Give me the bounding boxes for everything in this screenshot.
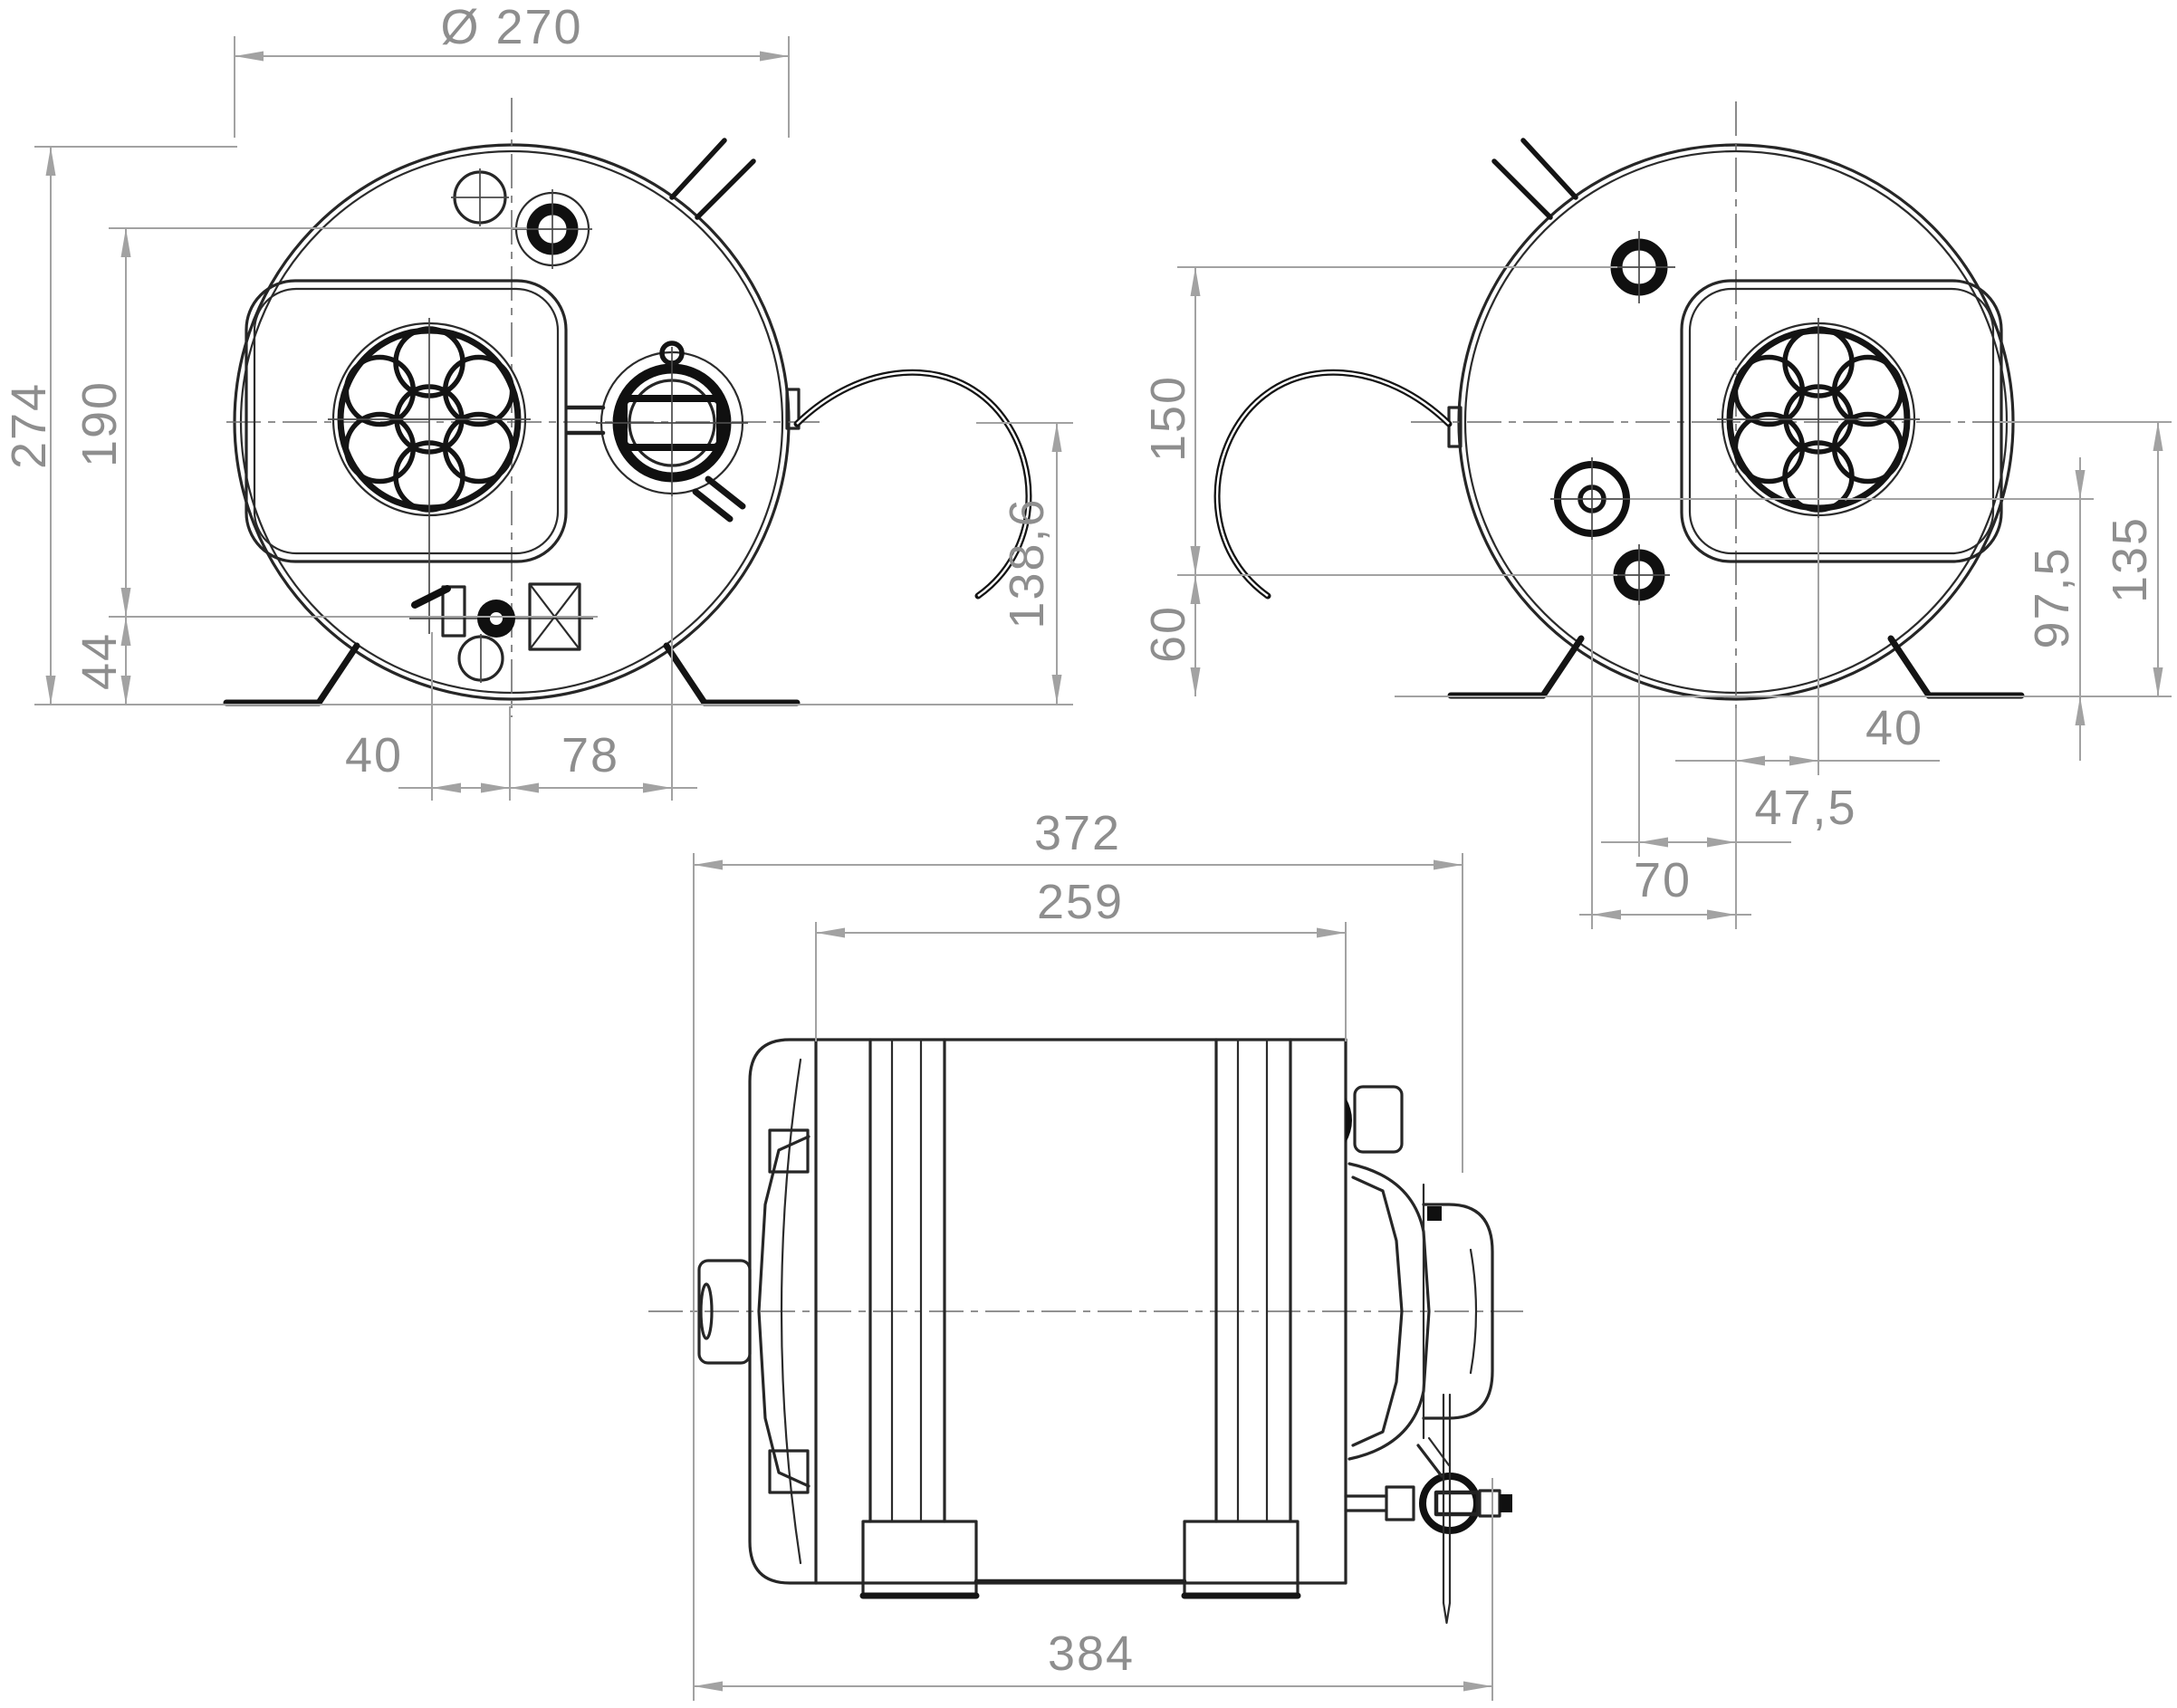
cable-gland xyxy=(1447,406,1463,448)
element-housing xyxy=(1347,1162,1494,1461)
drain-valve xyxy=(409,582,593,683)
drain-valve-side xyxy=(1344,1393,1512,1625)
vent-tick xyxy=(1520,138,1578,200)
left-foot xyxy=(223,642,360,706)
dim-element-offset: 78 xyxy=(561,728,619,782)
side-view xyxy=(648,1038,1523,1625)
dim-center-height: 135 xyxy=(2103,516,2157,603)
left-foot xyxy=(861,1520,978,1598)
dim-drain-height: 44 xyxy=(72,632,127,690)
dim-overall-length: 384 xyxy=(1048,1626,1135,1681)
cable-gland xyxy=(785,388,801,430)
dim-cable-height: 138,6 xyxy=(1000,497,1054,629)
right-foot xyxy=(1887,635,2025,699)
strap-band-left xyxy=(868,1038,946,1523)
right-clamp xyxy=(1351,1175,1404,1447)
front-view xyxy=(223,98,1032,717)
right-foot xyxy=(1183,1520,1299,1598)
safety-valve-fitting xyxy=(1550,457,1634,541)
dim-valve-offset: 70 xyxy=(1634,853,1692,907)
dim-upper-port-height: 190 xyxy=(72,380,127,467)
dim-overall-height: 274 xyxy=(2,382,56,469)
dim-diameter: Ø 270 xyxy=(440,0,582,54)
outlet-elbow xyxy=(1346,1085,1404,1154)
side-dimensions: 372 259 384 xyxy=(693,806,1493,1701)
heating-element-flange xyxy=(596,341,748,523)
lower-hole xyxy=(1608,544,1670,606)
dim-drain-offset: 40 xyxy=(345,728,403,782)
vent-tick xyxy=(669,138,727,200)
dim-top-hole-spacing: 150 xyxy=(1141,375,1195,462)
strap-band-right xyxy=(1214,1038,1292,1523)
dim-length-with-cover: 372 xyxy=(1034,806,1121,860)
anode-hole xyxy=(451,168,509,226)
vent-tick xyxy=(695,158,756,220)
right-foot xyxy=(663,642,801,706)
front-dimensions: Ø 270 274 190 44 40 78 138,6 xyxy=(2,0,1073,801)
dim-lower-hole-spacing: 60 xyxy=(1141,605,1195,663)
dim-wheel-offset: 40 xyxy=(1865,701,1923,755)
dim-shell-length: 259 xyxy=(1037,875,1124,929)
left-foot xyxy=(1447,635,1585,699)
rear-view xyxy=(1213,101,2025,714)
left-clamp xyxy=(757,1135,810,1488)
rear-dimensions: 150 60 97,5 135 40 47,5 70 xyxy=(1141,266,2172,929)
left-end-cap xyxy=(748,1038,818,1585)
dim-hole-offset: 47,5 xyxy=(1754,781,1856,835)
vent-tick xyxy=(1491,158,1553,220)
dim-valve-height: 97,5 xyxy=(2025,546,2079,648)
